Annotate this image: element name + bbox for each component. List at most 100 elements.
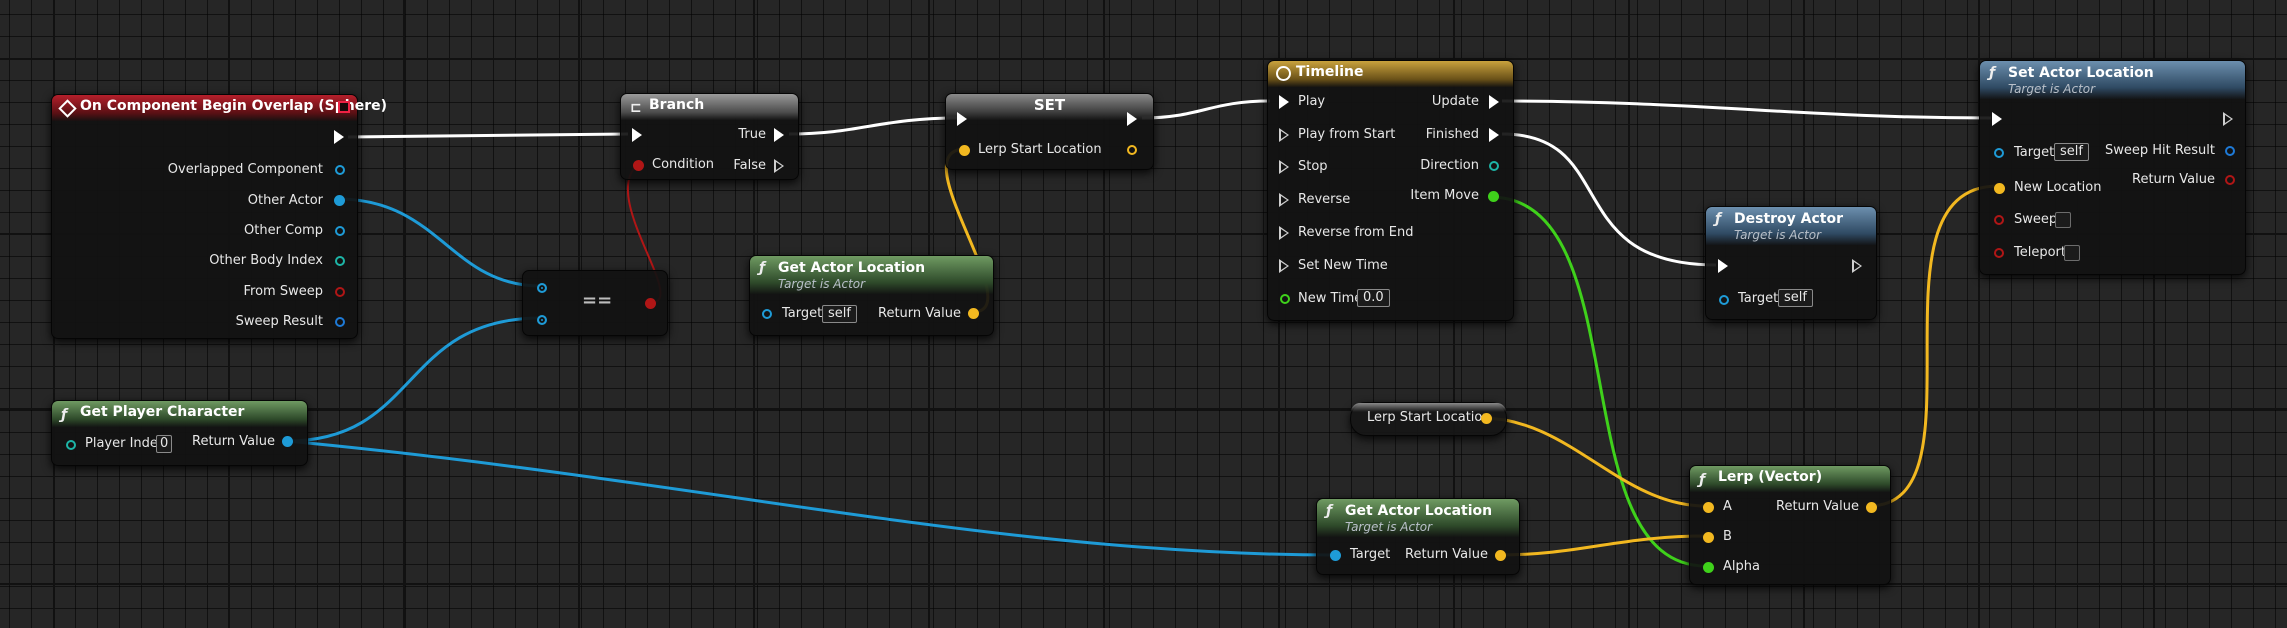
sweep-checkbox[interactable]	[2055, 212, 2071, 228]
play-input-pin[interactable]	[1279, 95, 1289, 109]
lerp-start-location-input-pin[interactable]	[959, 145, 970, 156]
set-variable-node[interactable]: SET Lerp Start Location	[945, 93, 1154, 170]
player-index-field[interactable]: 0	[156, 435, 173, 453]
pin-set-new-time: Set New Time	[1298, 258, 1388, 273]
destroy-actor-subtitle: Target is Actor	[1734, 228, 1822, 242]
set-new-time-input-pin[interactable]	[1279, 259, 1289, 273]
target-pin-icon[interactable]	[1719, 295, 1729, 305]
pin-overlapped-component: Overlapped Component	[167, 162, 323, 177]
other-actor-pin-icon[interactable]	[334, 195, 345, 206]
equal-output-pin[interactable]	[645, 298, 656, 309]
timeline-node[interactable]: Timeline Play Play from Start Stop Rever…	[1267, 60, 1514, 321]
return-value-pin-icon[interactable]	[282, 436, 293, 447]
target-self-field[interactable]: self	[822, 305, 857, 323]
reverse-from-end-input-pin[interactable]	[1279, 226, 1289, 240]
condition-pin-icon[interactable]	[633, 160, 644, 171]
get-actor-location-node-2[interactable]: ƒ Get Actor Location Target is Actor Tar…	[1316, 498, 1520, 575]
exec-input-pin[interactable]	[1718, 259, 1728, 273]
event-diamond-icon	[58, 99, 77, 118]
pin-teleport: Teleport	[2014, 245, 2066, 260]
target-pin-icon[interactable]	[1994, 148, 2004, 158]
lerp-start-location-getter-node[interactable]: Lerp Start Location	[1350, 402, 1507, 436]
get-player-character-node[interactable]: ƒ Get Player Character Player Index 0 Re…	[51, 400, 308, 466]
other-comp-pin-icon[interactable]	[335, 226, 345, 236]
get-actor-location-node[interactable]: ƒ Get Actor Location Target is Actor Tar…	[749, 255, 994, 336]
exec-true-pin[interactable]	[774, 128, 784, 142]
target-self-field[interactable]: self	[1778, 289, 1813, 307]
pin-update: Update	[1431, 94, 1479, 109]
pin-play-from-start: Play from Start	[1298, 127, 1396, 142]
equal-input-a-pin[interactable]	[537, 283, 547, 293]
play-from-start-input-pin[interactable]	[1279, 128, 1289, 142]
sweep-result-pin-icon[interactable]	[335, 317, 345, 327]
exec-output-pin[interactable]	[1852, 259, 1862, 273]
exec-output-pin[interactable]	[1127, 112, 1137, 126]
exec-input-pin[interactable]	[957, 112, 967, 126]
from-sweep-pin-icon[interactable]	[335, 287, 345, 297]
exec-false-pin[interactable]	[774, 159, 784, 173]
get-actor-location-header: ƒ Get Actor Location Target is Actor	[1317, 499, 1519, 537]
reverse-input-pin[interactable]	[1279, 193, 1289, 207]
new-location-pin-icon[interactable]	[1994, 183, 2005, 194]
update-output-pin[interactable]	[1489, 95, 1499, 109]
new-time-pin-icon[interactable]	[1280, 294, 1290, 304]
branch-node[interactable]: ⊏ Branch True Condition False	[620, 93, 799, 180]
pin-target: Target	[1350, 547, 1391, 562]
return-value-pin-icon[interactable]	[1866, 502, 1877, 513]
function-icon: ƒ	[1326, 503, 1333, 519]
get-actor-location-header: ƒ Get Actor Location Target is Actor	[750, 256, 993, 294]
pin-return-value: Return Value	[878, 306, 961, 321]
target-self-field[interactable]: self	[2054, 143, 2089, 161]
sweep-pin-icon[interactable]	[1994, 215, 2004, 225]
other-body-index-pin-icon[interactable]	[335, 256, 345, 266]
destroy-actor-node[interactable]: ƒ Destroy Actor Target is Actor Target s…	[1705, 206, 1877, 320]
pin-stop: Stop	[1298, 159, 1328, 174]
exec-input-pin[interactable]	[632, 128, 642, 142]
new-time-field[interactable]: 0.0	[1357, 289, 1390, 307]
exec-input-pin[interactable]	[1992, 112, 2002, 126]
exec-wire-branch-true-to-set	[788, 116, 959, 136]
alpha-pin-icon[interactable]	[1703, 562, 1714, 573]
event-node-component-begin-overlap[interactable]: On Component Begin Overlap (Sphere) Over…	[51, 94, 387, 339]
lerp-start-location-output-pin[interactable]	[1127, 145, 1137, 155]
pin-finished: Finished	[1425, 127, 1479, 142]
a-pin-icon[interactable]	[1703, 502, 1714, 513]
finished-output-pin[interactable]	[1489, 128, 1499, 142]
sweep-hit-result-pin-icon[interactable]	[2225, 146, 2235, 156]
overlapped-component-pin-icon[interactable]	[335, 165, 345, 175]
item-move-pin-icon[interactable]	[1488, 191, 1499, 202]
equal-node[interactable]: ==	[522, 270, 668, 336]
target-pin-icon[interactable]	[1330, 550, 1341, 561]
event-node-header: On Component Begin Overlap (Sphere)	[52, 95, 387, 121]
exec-output-pin[interactable]	[2223, 112, 2233, 126]
timeline-node-header: Timeline	[1268, 61, 1513, 87]
stop-input-pin[interactable]	[1279, 160, 1289, 174]
teleport-checkbox[interactable]	[2064, 245, 2080, 261]
pin-return-value: Return Value	[1405, 547, 1488, 562]
return-value-pin-icon[interactable]	[2225, 175, 2235, 185]
pin-other-comp: Other Comp	[244, 223, 323, 238]
pin-player-index: Player Index	[85, 436, 166, 451]
lerp-start-location-output-pin[interactable]	[1481, 413, 1492, 424]
set-actor-location-node[interactable]: ƒ Set Actor Location Target is Actor Tar…	[1979, 60, 2246, 275]
pin-other-body-index: Other Body Index	[209, 253, 323, 268]
return-value-pin-icon[interactable]	[1495, 550, 1506, 561]
equal-input-b-pin[interactable]	[537, 315, 547, 325]
delegate-pin-icon[interactable]	[338, 101, 350, 113]
set-actor-location-title: Set Actor Location	[2008, 65, 2154, 81]
return-value-pin-icon[interactable]	[968, 308, 979, 319]
pin-false: False	[733, 158, 766, 173]
get-actor-location-title: Get Actor Location	[778, 260, 926, 276]
exec-output-pin[interactable]	[334, 130, 344, 144]
exec-wire-timeline-update-to-set-location	[1501, 99, 1992, 120]
lerp-vector-node[interactable]: ƒ Lerp (Vector) A Return Value B Alpha	[1689, 465, 1891, 585]
player-index-pin-icon[interactable]	[66, 440, 76, 450]
target-pin-icon[interactable]	[762, 309, 772, 319]
function-icon: ƒ	[1715, 211, 1722, 227]
b-pin-icon[interactable]	[1703, 532, 1714, 543]
direction-pin-icon[interactable]	[1489, 161, 1499, 171]
teleport-pin-icon[interactable]	[1994, 248, 2004, 258]
get-player-character-title: Get Player Character	[80, 404, 245, 420]
pin-a: A	[1723, 499, 1732, 514]
set-actor-location-subtitle: Target is Actor	[2008, 82, 2096, 96]
